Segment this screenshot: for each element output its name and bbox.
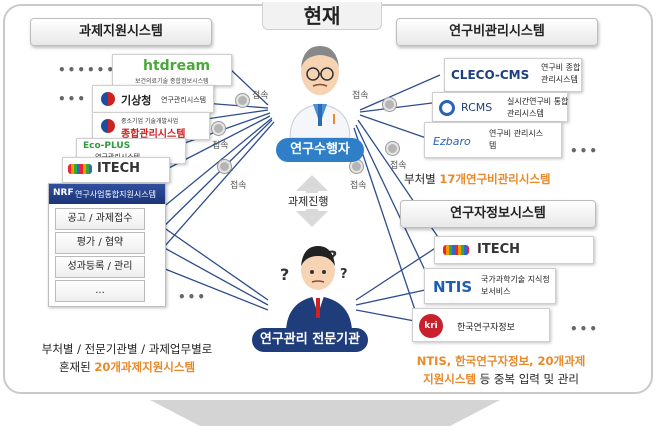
system-subtitle: 연구비 관리시스템: [489, 129, 544, 150]
menu-item-more[interactable]: ...: [55, 280, 145, 302]
kma-emblem-icon: [101, 92, 115, 106]
magnifier-icon: [218, 160, 231, 173]
system-subtitle: 국가과학기술 지식정보서비스: [481, 275, 550, 296]
system-card-cleco: CLECO-CMS 연구비 종합관리시스템: [444, 58, 582, 92]
connect-label: 접속: [350, 181, 367, 191]
section-title-project-support: 과제지원시스템: [30, 18, 212, 46]
system-logo-rcms: RCMS: [461, 101, 493, 114]
system-logo-smba: 종합관리시스템: [121, 129, 186, 140]
svg-text:?: ?: [340, 267, 348, 282]
section-title-research-fund: 연구비관리시스템: [396, 18, 598, 46]
right-bottom-footer: NTIS, 한국연구자정보, 20개과제 지원시스템 등 중복 입력 및 관리: [398, 352, 604, 388]
magnifier-icon: [236, 94, 249, 107]
highlight-count: 17개연구비관리시스템: [439, 172, 551, 186]
system-card-itech: ITECH: [62, 157, 170, 183]
right-footer-line1: NTIS, 한국연구자정보, 20개과제: [416, 354, 586, 368]
system-subtitle: 보건의료기술 종합정보시스템: [135, 78, 209, 85]
system-logo-ntis: NTIS: [433, 278, 473, 296]
system-logo-itech: ITECH: [477, 242, 521, 257]
connect-label: 접속: [390, 161, 407, 171]
manager-figure-icon: ? ? ?: [280, 246, 352, 330]
system-logo-cleco: CLECO-CMS: [451, 68, 530, 82]
system-card-ezbaro: Ezbaro 연구비 관리시스템: [424, 122, 562, 158]
connect-label: 접속: [212, 141, 229, 151]
connect-label: 접속: [252, 91, 269, 101]
system-logo-htdream: htdream: [143, 58, 211, 74]
system-subtitle: 연구사업통합지원시스템: [75, 190, 156, 199]
left-footer-line1: 부처별 / 전문기관별 / 과제업무별로: [41, 342, 213, 356]
magnifier-icon: [383, 98, 396, 111]
magnifier-icon: [386, 142, 399, 155]
process-label: 과제진행: [286, 193, 331, 209]
connect-label: 접속: [352, 91, 369, 101]
system-card-htdream: htdream 보건의료기술 종합정보시스템: [112, 54, 232, 86]
section-title-researcher-info: 연구자정보시스템: [400, 200, 596, 228]
gov-emblem-icon: [101, 119, 115, 133]
magnifier-icon: [212, 122, 225, 135]
system-logo-kma: 기상청: [121, 94, 152, 107]
right-footer-line2: 지원시스템 등 중복 입력 및 관리: [423, 372, 579, 386]
left-footer-line2: 혼재된 20개과제지원시스템: [58, 360, 196, 374]
nrf-logo: NRF: [53, 188, 74, 198]
rcms-logo-icon: [439, 100, 455, 116]
system-card-smba: 중소기업 기술개발사업 종합관리시스템: [92, 112, 210, 140]
ellipsis-dots: •••••••: [58, 63, 126, 77]
system-card-ntis: NTIS 국가과학기술 지식정보서비스: [424, 268, 556, 304]
system-card-kri: kri 한국연구자정보: [412, 308, 550, 342]
system-card-kma: 기상청 연구관리시스템: [92, 85, 214, 113]
kri-logo-icon: kri: [419, 314, 443, 338]
ellipsis-dots: •••: [58, 92, 88, 106]
system-logo-ezbaro: Ezbaro: [433, 135, 471, 148]
left-footer: 부처별 / 전문기관별 / 과제업무별로 혼재된 20개과제지원시스템: [22, 340, 232, 376]
highlight-count: 20개과제지원시스템: [94, 360, 196, 374]
system-card-rcms: RCMS 실시간연구비 통합관리시스템: [432, 92, 568, 122]
system-subtitle: 한국연구자정보: [457, 323, 515, 333]
menu-item-evaluation[interactable]: 평가 / 협약: [55, 232, 145, 254]
right-top-footer: 부처별 17개연구비관리시스템: [404, 172, 551, 186]
ellipsis-dots: •••: [570, 322, 600, 336]
svg-text:?: ?: [280, 265, 289, 284]
system-subtitle: 중소기업 기술개발사업: [121, 118, 179, 125]
system-subtitle: 연구관리시스템: [161, 96, 207, 104]
connect-label: 접속: [230, 181, 247, 191]
researcher-label: 연구수행자: [276, 138, 364, 162]
nrf-header: NRF 연구사업통합지원시스템: [49, 184, 165, 204]
system-logo-ecoplus: Eco-PLUS: [83, 141, 131, 151]
system-subtitle: 실시간연구비 통합관리시스템: [507, 97, 569, 118]
menu-item-performance[interactable]: 성과등록 / 관리: [55, 256, 145, 278]
ellipsis-dots: •••: [178, 290, 208, 304]
system-card-itech-right: ITECH: [434, 236, 594, 264]
system-subtitle: 연구비 종합관리시스템: [541, 63, 581, 84]
researcher-figure-icon: [289, 46, 351, 138]
menu-item-announcement[interactable]: 공고 / 과제접수: [55, 208, 145, 230]
down-arrow-icon: [150, 400, 500, 426]
itech-logo-icon: [443, 245, 469, 255]
itech-logo-icon: [68, 164, 92, 174]
ellipsis-dots: •••: [570, 144, 600, 158]
page-title: 현재: [262, 2, 382, 30]
system-logo-itech: ITECH: [97, 161, 141, 176]
manager-label: 연구관리 전문기관: [252, 328, 368, 352]
